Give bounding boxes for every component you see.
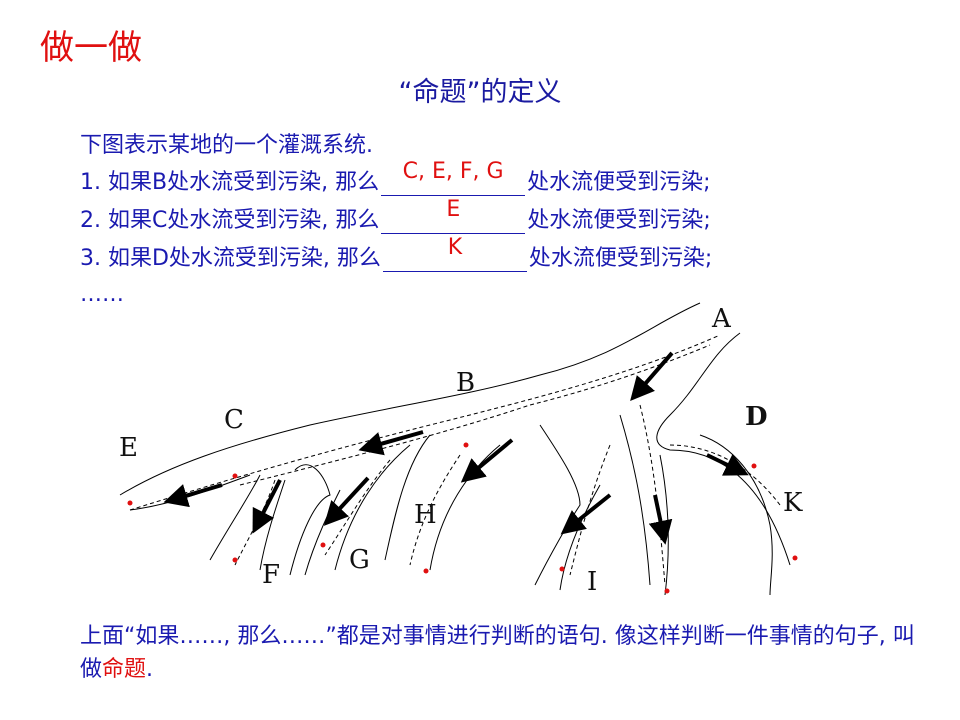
flow-H bbox=[409, 454, 461, 566]
arrow-I2 bbox=[648, 494, 673, 545]
question-2-prefix: 2. 如果C处水流受到污染, 那么 bbox=[80, 208, 380, 233]
question-2: 2. 如果C处水流受到污染, 那么 E 处水流便受到污染; bbox=[80, 197, 711, 235]
question-3-prefix: 3. 如果D处水流受到污染, 那么 bbox=[80, 246, 381, 271]
dot-I bbox=[559, 566, 565, 572]
bank-H-left bbox=[384, 434, 431, 561]
arrow-H bbox=[460, 438, 514, 483]
question-3-blank: K bbox=[382, 235, 527, 273]
definition-text-1: 上面“如果……, 那么……”都是对事情进行判断的语句. 像这样判断一件事情的句子… bbox=[80, 624, 915, 682]
question-1-prefix: 1. 如果B处水流受到污染, 那么 bbox=[80, 170, 380, 195]
dot-D bbox=[751, 463, 757, 469]
arrow-G bbox=[323, 476, 370, 526]
bank-upper bbox=[119, 302, 701, 496]
label-E: E bbox=[119, 433, 138, 463]
definition-text-2: . bbox=[146, 657, 154, 682]
ellipsis: …… bbox=[80, 282, 124, 307]
question-1-answer: C, E, F, G bbox=[402, 159, 504, 185]
question-1-suffix: 处水流便受到污染; bbox=[527, 170, 711, 195]
bank-I-left bbox=[559, 484, 601, 591]
bank-G-left bbox=[304, 489, 341, 576]
definition-term: 命题 bbox=[102, 657, 147, 682]
question-2-blank: E bbox=[381, 197, 526, 235]
flow-main-2 bbox=[239, 344, 711, 486]
flow-D bbox=[669, 444, 781, 506]
slide-subtitle: “命题”的定义 bbox=[398, 77, 562, 108]
flow-F bbox=[234, 479, 276, 566]
question-3-answer: K bbox=[447, 235, 463, 261]
arrow-C bbox=[163, 483, 223, 508]
label-A: A bbox=[712, 304, 731, 334]
dot-H bbox=[423, 568, 429, 574]
bank-H-right bbox=[429, 444, 501, 571]
bank-right-K bbox=[699, 434, 773, 596]
dot-C bbox=[232, 473, 238, 479]
bank-lower-right bbox=[656, 332, 791, 566]
dot-B bbox=[463, 442, 469, 448]
bank-HI bbox=[534, 424, 581, 586]
question-3: 3. 如果D处水流受到污染, 那么 K 处水流便受到污染; bbox=[80, 235, 713, 273]
arrow-F bbox=[252, 479, 282, 534]
dot-G bbox=[320, 542, 326, 548]
dot-F bbox=[232, 557, 238, 563]
label-H: H bbox=[414, 500, 437, 530]
dot-K bbox=[792, 555, 798, 561]
flow-I-2 bbox=[639, 404, 666, 586]
bank-FG bbox=[289, 464, 331, 576]
intro-text: 下图表示某地的一个灌溉系统. bbox=[80, 133, 373, 158]
question-2-suffix: 处水流便受到污染; bbox=[527, 208, 711, 233]
question-2-answer: E bbox=[446, 197, 461, 223]
bank-G-right bbox=[334, 444, 411, 571]
label-G: G bbox=[349, 545, 370, 575]
label-D: D bbox=[745, 402, 768, 432]
dot-I2 bbox=[664, 588, 670, 594]
bank-I-inner bbox=[619, 414, 651, 586]
arrow-A bbox=[630, 351, 674, 402]
slide-title: 做一做 bbox=[40, 28, 142, 68]
label-F: F bbox=[262, 560, 281, 590]
question-3-suffix: 处水流便受到污染; bbox=[528, 246, 713, 271]
question-1: 1. 如果B处水流受到污染, 那么 C, E, F, G 处水流便受到污染; bbox=[80, 159, 711, 197]
arrow-B bbox=[358, 430, 424, 456]
label-B: B bbox=[456, 368, 476, 398]
label-I: I bbox=[587, 567, 598, 597]
label-C: C bbox=[224, 405, 244, 435]
definition-text: 上面“如果……, 那么……”都是对事情进行判断的语句. 像这样判断一件事情的句子… bbox=[80, 620, 920, 686]
dot-E bbox=[127, 500, 133, 506]
question-1-blank: C, E, F, G bbox=[381, 159, 526, 197]
irrigation-diagram bbox=[119, 302, 798, 596]
arrow-D bbox=[706, 453, 749, 476]
arrow-I bbox=[560, 493, 612, 535]
flow-G bbox=[324, 459, 391, 556]
flow-main bbox=[129, 334, 721, 511]
label-K: K bbox=[783, 488, 803, 518]
